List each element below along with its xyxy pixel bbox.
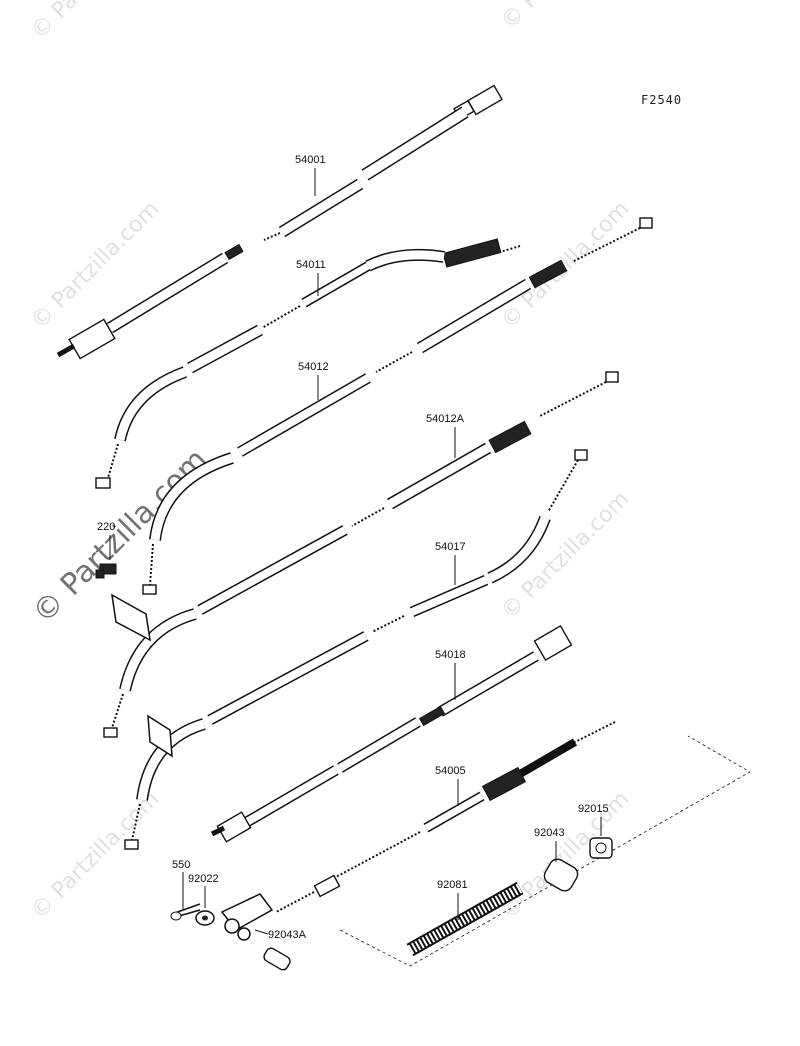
label-54017: 54017 [435,541,466,553]
label-92043A: 92043A [268,929,307,941]
cable-54001[interactable] [56,84,503,360]
part-92022-washer[interactable] [195,910,215,926]
label-54012: 54012 [298,361,329,373]
label-92015: 92015 [578,803,609,815]
watermark-right-3: © Partzilla.com [497,787,635,925]
part-92081-spring[interactable] [406,881,524,957]
part-550-cotter-pin[interactable] [170,903,201,921]
label-54012A: 54012A [426,413,465,425]
cable-54012A[interactable] [103,371,619,738]
watermarks: © Partzilla.com © Partzilla.com © Partzi… [26,0,634,924]
label-92022: 92022 [188,873,219,885]
part-220-screw[interactable] [95,563,117,579]
label-220: 220 [97,521,115,533]
label-54005: 54005 [435,765,466,777]
label-92081: 92081 [437,879,468,891]
label-54001: 54001 [295,154,326,166]
cable-54011[interactable] [95,238,521,489]
label-92043: 92043 [534,827,565,839]
watermark-left-2: © Partzilla.com [27,787,165,925]
cable-54018[interactable] [210,625,573,843]
cable-54017[interactable] [124,449,588,850]
watermark-right-1: © Partzilla.com [497,197,635,335]
figure-code: F2540 [641,93,682,107]
label-550: 550 [172,859,190,871]
subassembly-outline [339,735,751,967]
label-54011: 54011 [296,259,326,271]
label-54018: 54018 [435,649,466,661]
cable-54005[interactable] [275,721,616,913]
watermark-top-left: © Partzilla.com [27,0,165,44]
part-92015-nut[interactable] [589,837,613,859]
part-92043A-clevis[interactable] [220,893,292,972]
part-92043-pin[interactable] [542,856,581,894]
cable-54012[interactable] [142,217,653,595]
watermark-top-right: © Partzilla.com [497,0,635,34]
bracket-plate [111,593,151,642]
leader-92043A [254,929,269,935]
